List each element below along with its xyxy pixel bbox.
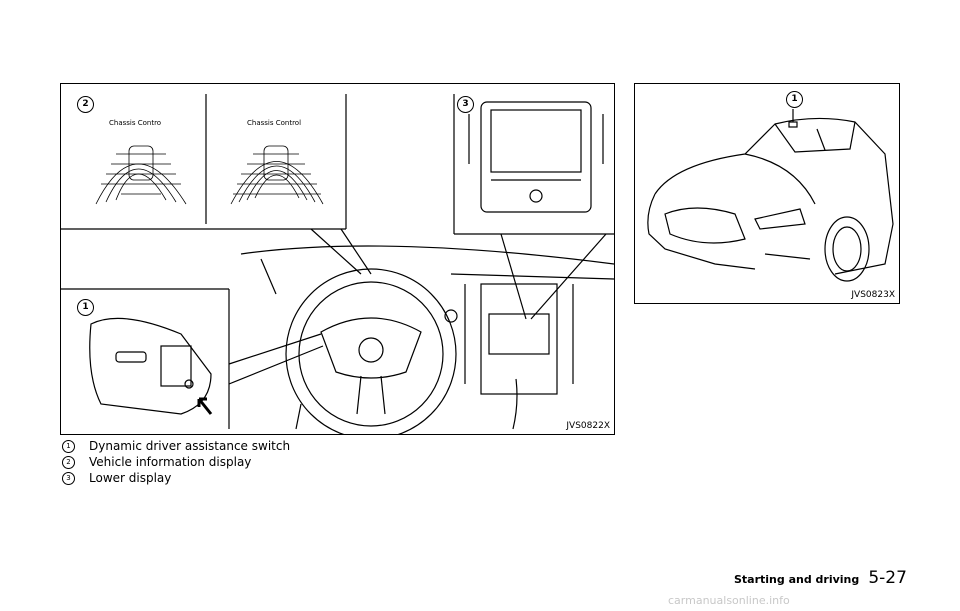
figure-car-exterior: 1 JVS0823X (634, 83, 900, 304)
page-footer: Starting and driving 5-27 (734, 568, 907, 588)
panel-label-chassis-control-b: Chassis Control (247, 119, 302, 127)
section-title: Starting and driving (734, 573, 860, 586)
callout-3: 3 (457, 96, 474, 113)
legend-text: Vehicle information display (89, 455, 252, 469)
watermark: carmanualsonline.info (668, 594, 790, 607)
panel-label-chassis-control-a: Chassis Contro (109, 119, 162, 127)
callout-2: 2 (77, 96, 94, 113)
legend-number: 3 (62, 472, 75, 485)
callout-1: 1 (77, 299, 94, 316)
legend-number: 2 (62, 456, 75, 469)
figure-code: JVS0822X (566, 421, 610, 431)
legend-number: 1 (62, 440, 75, 453)
car-illustration (647, 109, 894, 282)
cockpit-illustration (61, 94, 614, 434)
figure-cockpit: Chassis Contro Chassis Control 2 3 1 JVS… (60, 83, 615, 435)
figure-code: JVS0823X (851, 290, 895, 300)
legend-text: Lower display (89, 471, 172, 485)
legend-text: Dynamic driver assistance switch (89, 439, 291, 453)
callout-1: 1 (786, 91, 803, 108)
page-number: 5-27 (868, 568, 907, 588)
